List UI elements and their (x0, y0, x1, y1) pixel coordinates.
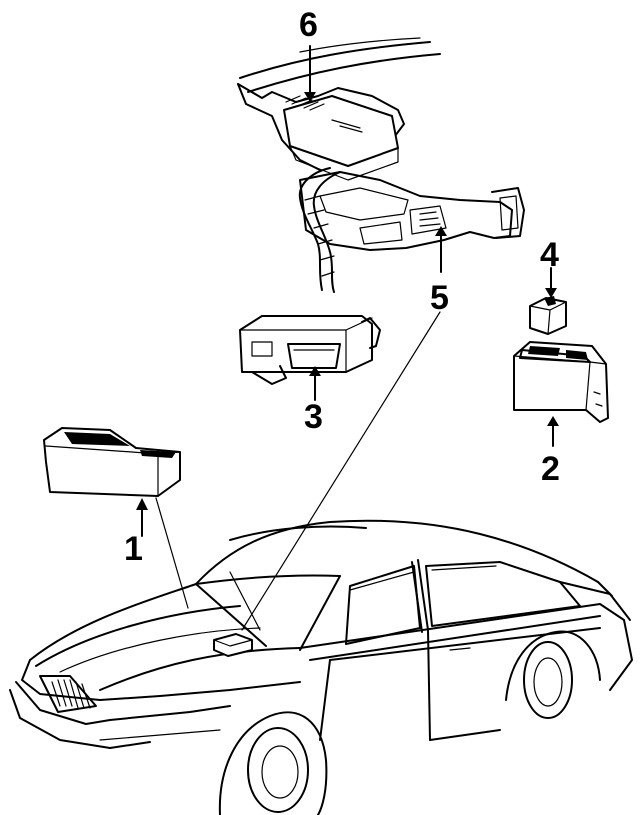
callout-5: 5 (430, 279, 449, 317)
callout-1: 1 (124, 530, 143, 568)
part-6-control-module-assembly (237, 37, 525, 293)
callout-2: 2 (541, 450, 560, 488)
part-1-module (43, 427, 189, 609)
module-connector-ribs (285, 95, 325, 111)
part-2-module (513, 341, 609, 447)
callout-4: 4 (540, 236, 559, 274)
callout-6: 6 (299, 6, 318, 44)
vehicle-illustration (9, 519, 633, 815)
part-4-relay (529, 267, 567, 335)
part-5-leader (241, 226, 447, 631)
callout-3: 3 (304, 398, 323, 436)
part-3-module (239, 315, 381, 401)
grille (51, 679, 91, 709)
